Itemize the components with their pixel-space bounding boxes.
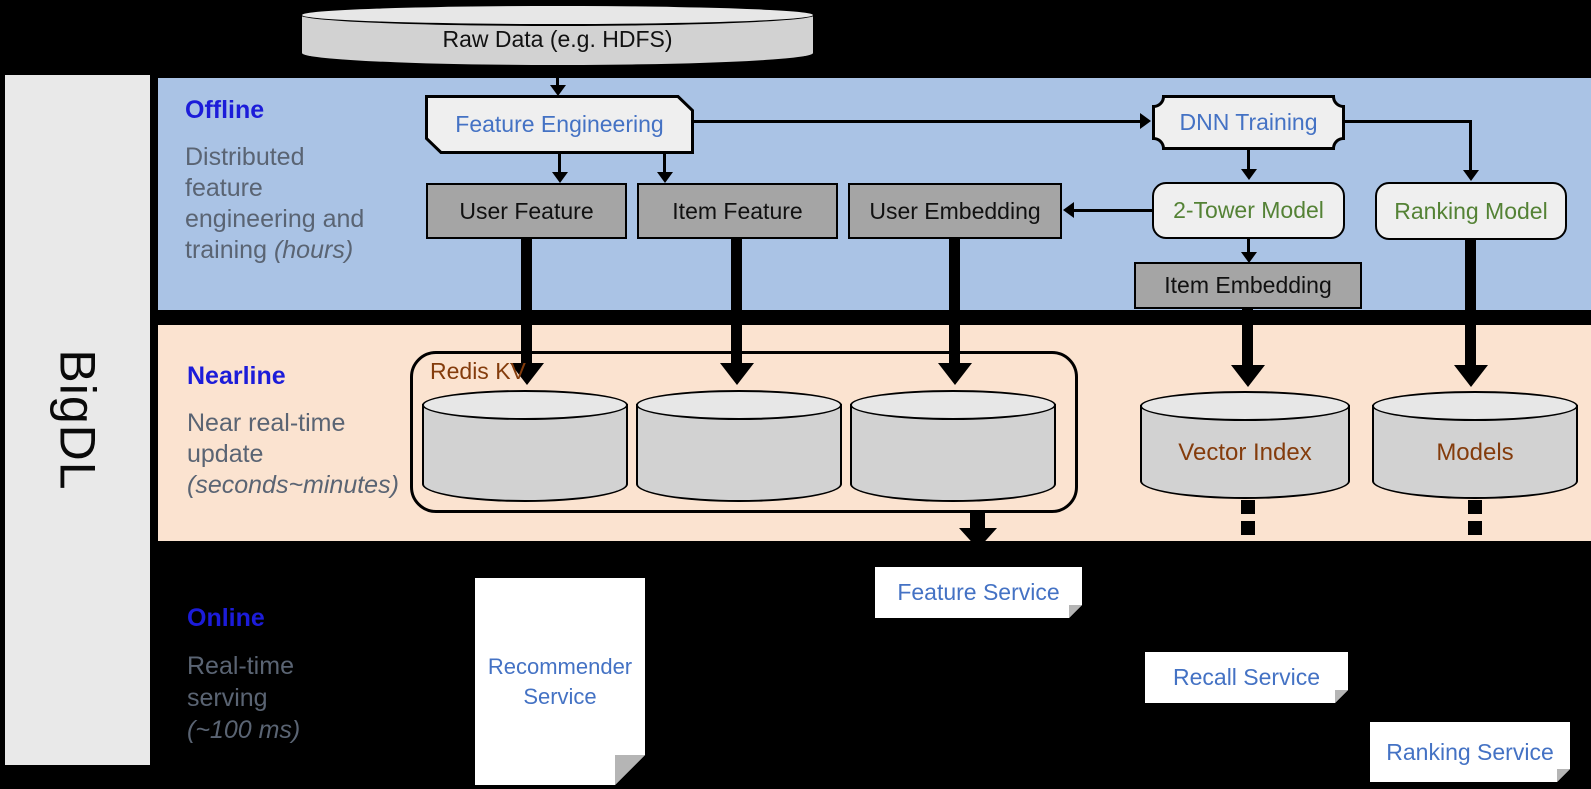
- ranking-service-node: Ranking Service: [1370, 722, 1570, 782]
- bigdl-sidebar: BigDL: [5, 75, 150, 765]
- page-fold: [1069, 605, 1082, 618]
- arrow-dnn-to-ranking-h: [1345, 120, 1472, 123]
- dashed-link-vectorindex: [1241, 500, 1255, 514]
- arrowhead: [1063, 202, 1074, 218]
- cylinder-cap: [636, 390, 842, 420]
- models-label: Models: [1436, 439, 1514, 466]
- redis-kv-label: Redis KV: [430, 358, 526, 384]
- offline-subtitle-line: Distributed: [185, 143, 305, 171]
- user-embedding-node: User Embedding: [848, 183, 1062, 239]
- two-tower-model-node: 2-Tower Model: [1152, 182, 1345, 239]
- recall-service-node: Recall Service: [1145, 652, 1348, 703]
- online-subtitle-line: (~100 ms): [187, 716, 301, 744]
- item-embedding-node: Item Embedding: [1134, 262, 1362, 309]
- feature-service-node: Feature Service: [875, 567, 1082, 618]
- ranking-service-label: Ranking Service: [1370, 722, 1570, 782]
- pipe-arrowhead: [720, 363, 754, 385]
- recommender-service-line2: Service: [523, 683, 597, 709]
- arrow-fe-to-userfeature: [558, 154, 561, 173]
- cylinder-body: [422, 404, 628, 502]
- feature-service-label: Feature Service: [875, 567, 1082, 618]
- dashed-link-vectorindex: [1241, 521, 1255, 535]
- arrowhead: [1140, 113, 1151, 129]
- nearline-subtitle-line: Near real-time: [187, 409, 346, 437]
- arrowhead: [657, 172, 673, 183]
- online-subtitle-line: serving: [187, 684, 268, 712]
- feature-engineering-node: Feature Engineering: [425, 95, 694, 154]
- page-fold: [1557, 769, 1570, 782]
- arrow-fe-to-itemfeature: [663, 154, 666, 173]
- item-feature-node: Item Feature: [637, 183, 838, 239]
- dashed-link-kv-to-featureservice: [970, 513, 985, 528]
- nearline-subtitle-line: (seconds~minutes): [187, 471, 399, 499]
- pipe-userembedding-to-kv: [949, 239, 960, 365]
- kv-store-cylinder: [850, 390, 1056, 502]
- pipe-arrowhead: [1231, 365, 1265, 387]
- recommender-service-node: Recommender Service: [475, 578, 645, 785]
- kv-store-cylinder: [422, 390, 628, 502]
- notched-card-shape: [425, 95, 694, 154]
- cylinder-body: [850, 404, 1056, 502]
- recall-service-label: Recall Service: [1145, 652, 1348, 703]
- vector-index-cylinder: Vector Index: [1140, 391, 1350, 499]
- nearline-section-subtitle: Near real-time update (seconds~minutes): [187, 408, 399, 501]
- arrowhead: [1241, 252, 1257, 263]
- user-feature-node: User Feature: [426, 183, 627, 239]
- nearline-subtitle-line: update: [187, 440, 264, 468]
- offline-section-subtitle: Distributed feature engineering and trai…: [185, 142, 364, 266]
- offline-section-title: Offline: [185, 96, 265, 124]
- models-cylinder: Models: [1372, 391, 1578, 499]
- pipe-rankingmodel-to-models: [1465, 240, 1476, 367]
- offline-subtitle-line: engineering and: [185, 205, 365, 233]
- pipe-arrowhead: [1454, 365, 1488, 387]
- plaque-shape: [1152, 95, 1345, 150]
- dashed-link-models: [1468, 521, 1482, 535]
- dashed-arrowhead: [959, 528, 997, 549]
- page-fold: [1335, 690, 1348, 703]
- feature-engineering-label: Feature Engineering: [455, 111, 664, 137]
- raw-data-cylinder: Raw Data (e.g. HDFS): [300, 4, 815, 67]
- pipe-itemembedding-to-vectorindex: [1242, 309, 1253, 367]
- pipe-itemfeature-to-kv: [731, 239, 742, 365]
- arrow-rawdata-to-fe: [556, 66, 559, 86]
- dashed-link-models: [1468, 500, 1482, 514]
- arrowhead: [1241, 169, 1257, 180]
- cylinder-cap: [1372, 391, 1578, 421]
- offline-subtitle-line: feature: [185, 174, 263, 202]
- recommender-service-label: Recommender Service: [475, 578, 645, 785]
- offline-subtitle-line: training (hours): [185, 236, 354, 264]
- raw-data-label: Raw Data (e.g. HDFS): [442, 25, 673, 52]
- dnn-training-label: DNN Training: [1179, 109, 1318, 135]
- arrow-fe-to-dnn: [694, 120, 1140, 123]
- pipe-userfeature-to-kv: [521, 239, 532, 365]
- online-subtitle-line: Real-time: [187, 652, 294, 680]
- vector-index-label: Vector Index: [1178, 439, 1312, 466]
- nearline-section-title: Nearline: [187, 362, 286, 390]
- recommender-service-line1: Recommender: [487, 653, 633, 679]
- ranking-model-node: Ranking Model: [1375, 182, 1567, 240]
- arrowhead: [552, 172, 568, 183]
- arrow-twotower-to-itemembedding: [1247, 239, 1250, 254]
- online-section-title: Online: [187, 604, 265, 632]
- pipe-arrowhead: [510, 363, 544, 385]
- arrowhead: [1463, 170, 1479, 181]
- cylinder-cap: [422, 390, 628, 420]
- cylinder-cap: [1140, 391, 1350, 421]
- kv-store-cylinder: [636, 390, 842, 502]
- bigdl-brand-label: BigDL: [49, 349, 106, 491]
- pipe-arrowhead: [938, 363, 972, 385]
- arrow-dnn-to-twotower: [1247, 150, 1250, 171]
- arrow-dnn-to-ranking-v: [1469, 120, 1472, 172]
- cylinder-cap: [850, 390, 1056, 420]
- page-fold: [615, 755, 645, 785]
- online-section-subtitle: Real-time serving (~100 ms): [187, 650, 300, 746]
- cylinder-cap: [300, 4, 815, 26]
- dnn-training-node: DNN Training: [1152, 95, 1345, 150]
- redis-kv-container: [410, 351, 1078, 513]
- arrowhead: [550, 85, 566, 96]
- arrow-twotower-to-userembedding: [1074, 209, 1152, 212]
- cylinder-body: [636, 404, 842, 502]
